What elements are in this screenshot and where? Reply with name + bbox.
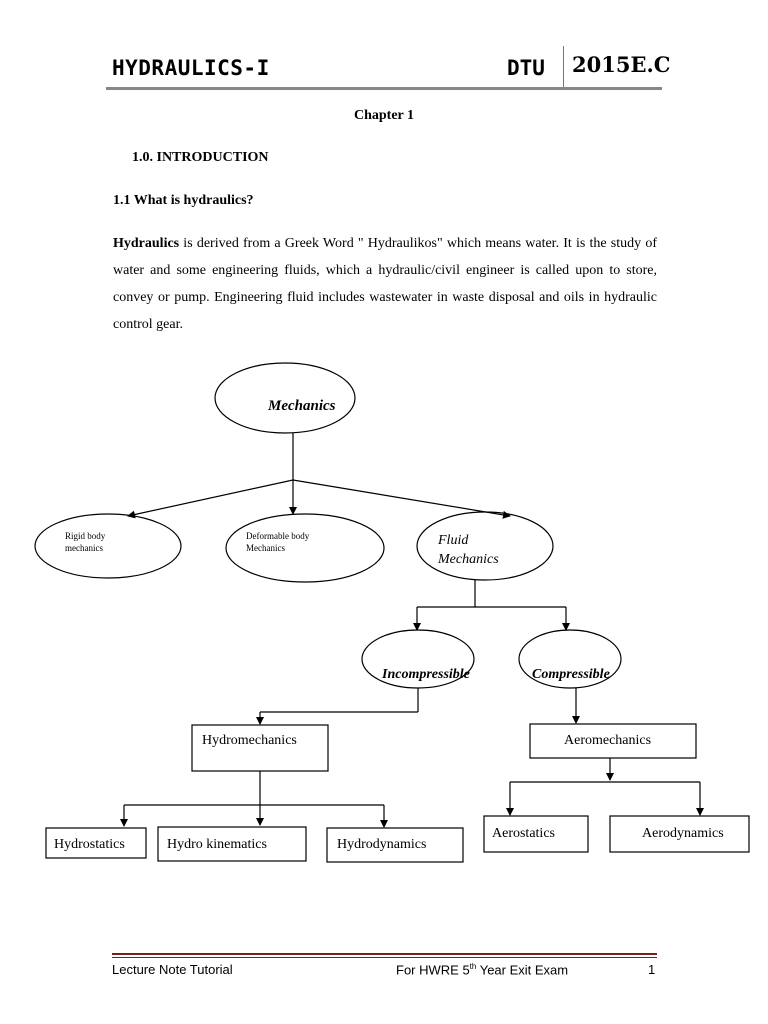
aeromechanics-box — [529, 723, 697, 759]
footer-rule-thin — [112, 957, 657, 958]
aerostatics-label: Aerostatics — [492, 826, 555, 841]
header-year: 2015E.C — [572, 52, 671, 77]
aerostatics-box — [483, 815, 589, 853]
hydrodynamics-box — [326, 827, 464, 863]
fluid-mechanics-label-line1: Fluid — [437, 533, 469, 548]
aeromechanics-label: Aeromechanics — [564, 733, 651, 748]
deformable-body-node — [225, 513, 385, 583]
rigid-body-label-line1: Rigid body — [65, 531, 106, 541]
chapter-heading: Chapter 1 — [353, 108, 415, 123]
hydro-kinematics-box — [157, 826, 307, 862]
footer-left: Lecture Note Tutorial — [112, 962, 233, 977]
subsection-heading: 1.1 What is hydraulics? — [113, 193, 254, 208]
hydro-kinematics-label: Hydro kinematics — [167, 837, 267, 852]
rigid-body-node — [34, 513, 182, 579]
footer-center-prefix: For HWRE 5 — [396, 962, 470, 978]
hydromechanics-box — [191, 724, 329, 772]
deformable-body-label-line1: Deformable body — [246, 531, 310, 541]
page-number: 1 — [648, 962, 656, 977]
mechanics-label: Mechanics — [267, 398, 336, 414]
incompressible-label: Incompressible — [381, 667, 470, 682]
mechanics-node — [214, 362, 356, 434]
header-title: HYDRAULICS-I — [112, 56, 270, 80]
paragraph-text: is derived from a Greek Word " Hydraulik… — [113, 236, 657, 332]
aerodynamics-label: Aerodynamics — [642, 826, 724, 841]
header-rule — [106, 87, 662, 90]
footer-rule — [112, 953, 657, 955]
hydromechanics-label: Hydromechanics — [202, 733, 297, 748]
header-divider — [563, 46, 564, 88]
header-institution: DTU — [507, 56, 545, 80]
footer-center: For HWRE 5th Year Exit Exam — [396, 962, 568, 977]
hydrostatics-label: Hydrostatics — [54, 837, 125, 852]
intro-paragraph: Hydraulics is derived from a Greek Word … — [113, 230, 657, 338]
compressible-label: Compressible — [532, 667, 610, 682]
fluid-mechanics-label-line2: Mechanics — [437, 552, 499, 567]
footer-center-suffix: Year Exit Exam — [476, 962, 569, 978]
rigid-body-label-line2: mechanics — [65, 543, 103, 553]
hydrostatics-box — [45, 827, 147, 859]
fluid-mechanics-node — [416, 511, 554, 581]
paragraph-term: Hydraulics — [113, 236, 180, 251]
deformable-body-label-line2: Mechanics — [246, 543, 285, 553]
aerodynamics-box — [609, 815, 750, 853]
compressible-node — [518, 629, 622, 689]
footer-center-sup: th — [469, 962, 477, 971]
section-heading: 1.0. INTRODUCTION — [132, 150, 269, 165]
hydrodynamics-label: Hydrodynamics — [337, 837, 426, 852]
